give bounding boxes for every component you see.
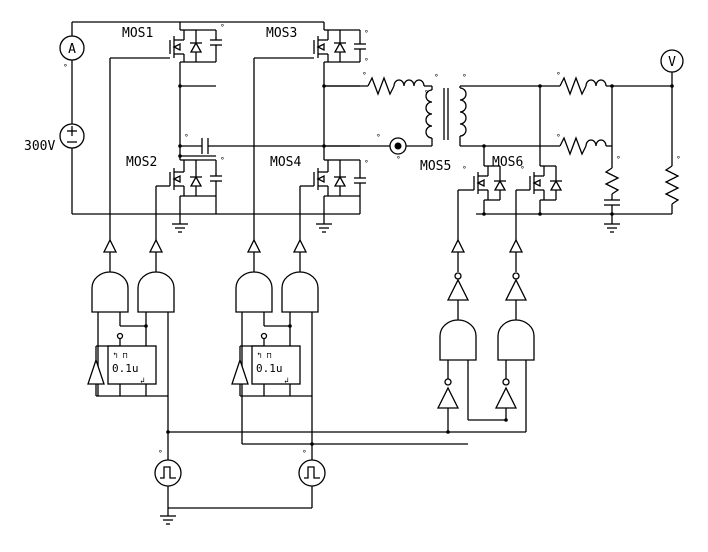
svg-text:°: ° bbox=[462, 165, 467, 174]
mos5-label: MOS5 bbox=[420, 159, 451, 174]
resonant-inductor: ° bbox=[324, 71, 432, 96]
svg-text:↰ ⊓: ↰ ⊓ bbox=[113, 351, 128, 360]
svg-text:↲: ↲ bbox=[140, 376, 145, 385]
mosfet-mos2: ° bbox=[155, 156, 225, 240]
svg-text:°: ° bbox=[184, 133, 189, 142]
svg-text:°: ° bbox=[364, 57, 369, 66]
svg-text:°: ° bbox=[158, 449, 163, 458]
svg-text:°: ° bbox=[364, 159, 369, 168]
svg-text:°: ° bbox=[362, 71, 367, 80]
gate-drive-right bbox=[436, 238, 535, 432]
svg-text:°: ° bbox=[556, 71, 561, 80]
mos2-label: MOS2 bbox=[126, 155, 157, 170]
svg-text:↲: ↲ bbox=[284, 376, 289, 385]
svg-text:°: ° bbox=[220, 156, 225, 165]
svg-text:°: ° bbox=[63, 63, 68, 72]
voltmeter: V bbox=[660, 49, 684, 73]
mosfet-mos5 bbox=[457, 146, 507, 240]
mosfet-mos1: ° bbox=[110, 23, 225, 63]
delay1-label: 0.1u bbox=[112, 362, 139, 375]
leg-right-wiring bbox=[180, 21, 360, 233]
mos6-label: MOS6 bbox=[492, 155, 523, 170]
svg-text:°: ° bbox=[462, 73, 467, 82]
source-voltage-label: 300V bbox=[24, 139, 55, 154]
svg-text:°: ° bbox=[520, 165, 525, 174]
series-capacitor: ° bbox=[180, 133, 392, 154]
svg-text:°: ° bbox=[556, 133, 561, 142]
gate-drive-left: 0.1u ↰ ⊓ ↲ bbox=[87, 58, 175, 432]
leg-left-wiring bbox=[172, 22, 216, 233]
probe-node: ° ° bbox=[376, 133, 407, 164]
mosfet-mos3: ° ° bbox=[254, 29, 369, 66]
svg-text:°: ° bbox=[302, 449, 307, 458]
gate-drive-middle: 0.1u ↰ ⊓ ↲ bbox=[231, 58, 319, 444]
svg-text:°: ° bbox=[434, 73, 439, 82]
svg-text:°: ° bbox=[364, 29, 369, 38]
output-inductors: ° ° bbox=[556, 71, 672, 156]
svg-text:°: ° bbox=[676, 155, 681, 164]
voltmeter-label: V bbox=[668, 55, 676, 70]
svg-text:↰ ⊓: ↰ ⊓ bbox=[257, 351, 272, 360]
ammeter: A bbox=[59, 35, 85, 61]
mos3-label: MOS3 bbox=[266, 26, 297, 41]
mosfet-mos6 bbox=[515, 86, 563, 240]
svg-text:°: ° bbox=[220, 23, 225, 32]
junction-dots bbox=[144, 84, 674, 446]
mosfet-mos4: ° bbox=[299, 159, 369, 240]
delay2-label: 0.1u bbox=[256, 362, 283, 375]
svg-text:°: ° bbox=[616, 155, 621, 164]
svg-text:°: ° bbox=[424, 89, 429, 98]
clock-bus bbox=[160, 431, 526, 525]
dc-voltage-source bbox=[59, 123, 85, 149]
svg-text:°: ° bbox=[376, 133, 381, 142]
transformer-secondary: ° bbox=[459, 73, 560, 147]
mos4-label: MOS4 bbox=[270, 155, 301, 170]
svg-text:°: ° bbox=[396, 155, 401, 164]
dc-source-branch bbox=[71, 21, 180, 215]
ammeter-label: A bbox=[68, 42, 76, 57]
snubber-rc: ° bbox=[604, 86, 621, 233]
pulse-source-1: ° bbox=[154, 449, 182, 487]
pulse-source-2: ° bbox=[298, 449, 326, 487]
transformer-primary: ° ° bbox=[404, 73, 449, 147]
mos1-label: MOS1 bbox=[122, 26, 153, 41]
